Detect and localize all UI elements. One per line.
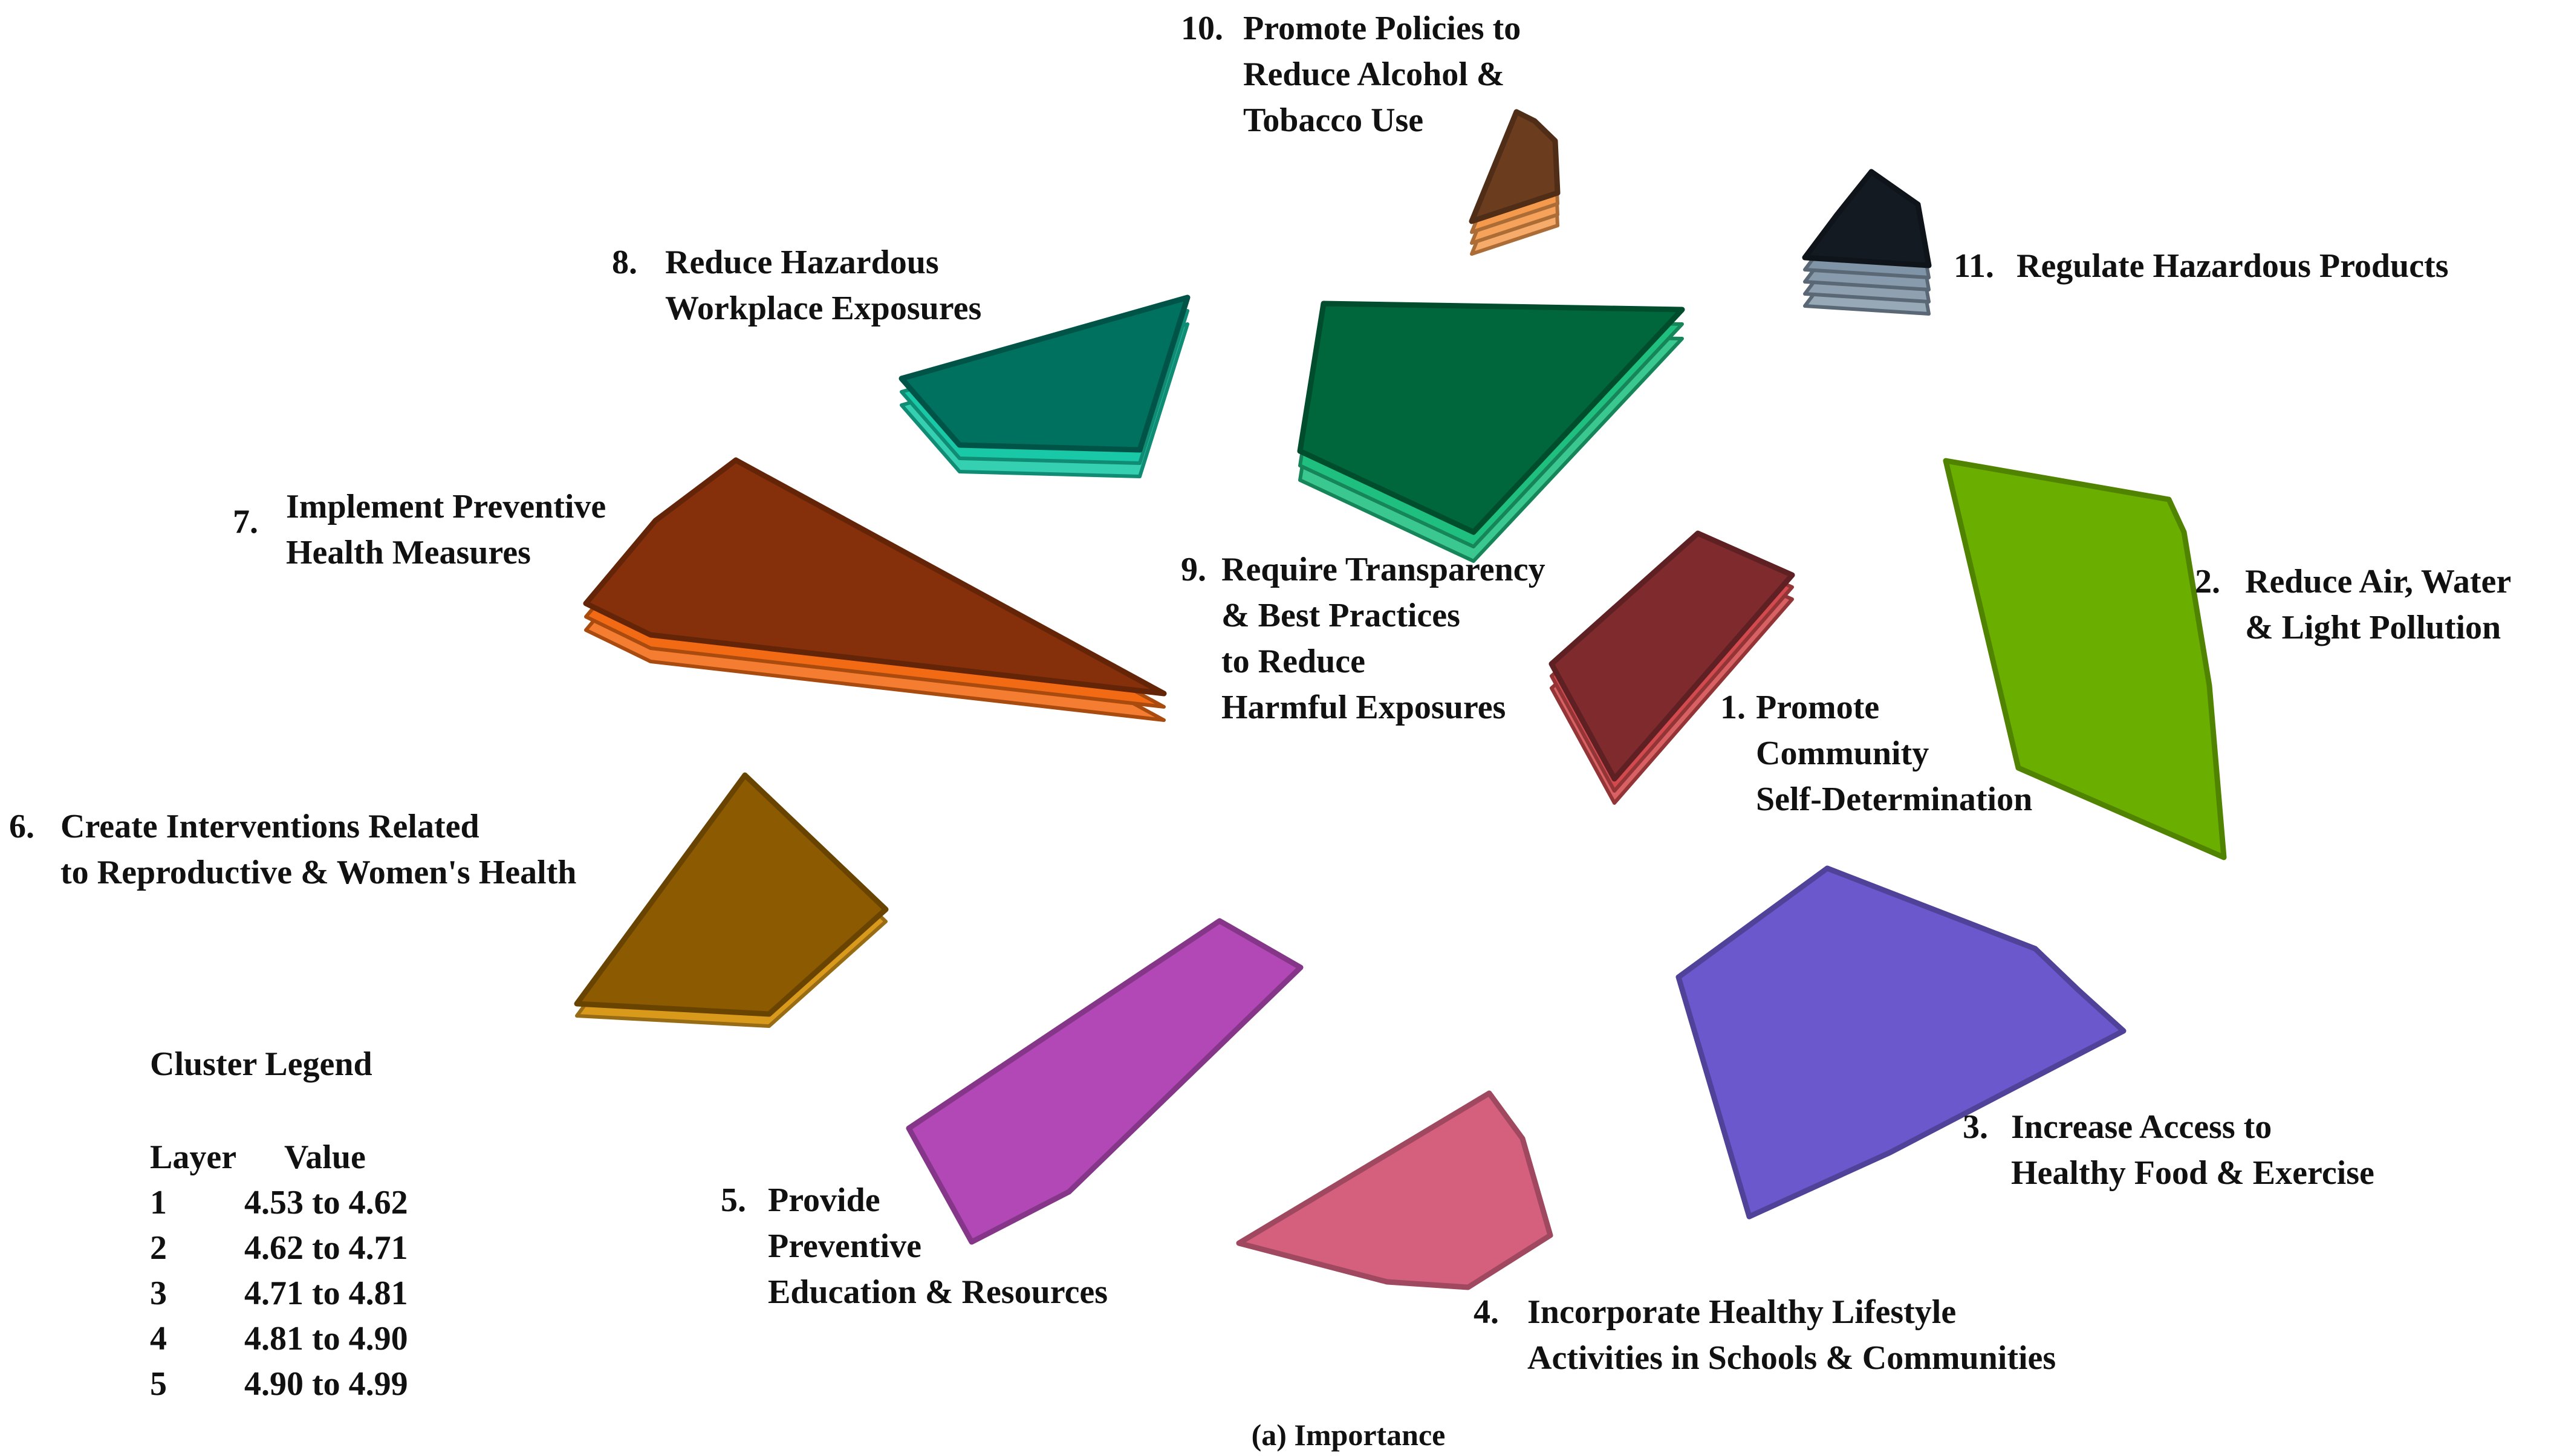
cluster-name-line: Provide: [768, 1181, 880, 1219]
cluster-number: 4.: [1474, 1293, 1499, 1331]
cluster-6-label: 6. Create Interventions Related to Reprodu…: [9, 808, 576, 891]
cluster-name-line: Reduce Air, Water: [2245, 563, 2511, 600]
cluster-11-shape: [1802, 169, 1932, 316]
cluster-2-shape: [1943, 458, 2227, 860]
cluster-name-line: Increase Access to: [2011, 1108, 2272, 1146]
cluster-name-line: Workplace Exposures: [665, 290, 981, 327]
cluster-10-shape: [1469, 109, 1561, 256]
cluster-number: 7.: [233, 503, 258, 541]
cluster-layer: [1675, 865, 2127, 1220]
legend-row-value: 4.62 to 4.71: [244, 1229, 408, 1267]
cluster-number: 6.: [9, 808, 34, 845]
cluster-name-line: & Best Practices: [1221, 597, 1460, 634]
legend-row-layer: 3: [150, 1275, 167, 1312]
cluster-3-shape: [1675, 865, 2127, 1220]
cluster-name-line: Harmful Exposures: [1221, 689, 1506, 726]
cluster-layer: [1943, 458, 2227, 860]
cluster-number: 5.: [721, 1181, 746, 1219]
cluster-name-line: Promote: [1756, 689, 1879, 726]
cluster-4-shape: [1236, 1090, 1553, 1290]
cluster-name-line: Reduce Hazardous: [665, 244, 939, 281]
cluster-name-line: Education & Resources: [768, 1273, 1108, 1311]
cluster-4-label: 4. Incorporate Healthy LifestyleActivitie…: [1474, 1293, 2056, 1377]
cluster-9-shape: [1297, 301, 1685, 563]
cluster-name-line: to Reproductive & Women's Health: [60, 854, 576, 891]
cluster-name-line: to Reduce: [1221, 643, 1365, 680]
cluster-name-line: Community: [1756, 735, 1929, 772]
cluster-name-line: Regulate Hazardous Products: [2016, 247, 2449, 285]
cluster-layer: [1548, 530, 1795, 782]
cluster-number: 3.: [1963, 1108, 1988, 1146]
legend-row-value: 4.71 to 4.81: [244, 1275, 408, 1312]
legend-row-layer: 2: [150, 1229, 167, 1267]
cluster-1-shape: [1548, 530, 1795, 805]
cluster-layer: [1297, 301, 1685, 535]
cluster-6-shape: [574, 772, 889, 1028]
legend-title: Cluster Legend: [150, 1045, 372, 1083]
cluster-layer: [583, 457, 1167, 697]
cluster-name-line: Promote Policies to: [1243, 10, 1521, 47]
cluster-name-line: & Light Pollution: [2245, 609, 2501, 646]
cluster-name-line: Implement Preventive: [286, 488, 606, 525]
cluster-name-line: Health Measures: [286, 534, 531, 571]
cluster-3-label: 3. Increase Access to Healthy Food & Exerc…: [1963, 1108, 2374, 1192]
cluster-10-label: 10. Promote Policies to Reduce Alcohol & To…: [1181, 10, 1521, 139]
cluster-2-label: 2. Reduce Air, Water & Light Pollution: [2195, 563, 2511, 646]
cluster-name-line: Preventive: [768, 1227, 921, 1265]
cluster-name-line: Healthy Food & Exercise: [2011, 1154, 2374, 1192]
cluster-8-shape: [899, 294, 1191, 478]
cluster-number: 8.: [612, 244, 637, 281]
cluster-name-line: Incorporate Healthy Lifestyle: [1527, 1293, 1956, 1331]
legend-row-value: 4.90 to 4.99: [244, 1365, 408, 1403]
cluster-name-line: Require Transparency: [1221, 551, 1545, 588]
cluster-layer: [899, 294, 1191, 453]
legend-row-layer: 5: [150, 1365, 167, 1403]
cluster-layer: [1469, 109, 1561, 224]
cluster-layer: [1802, 169, 1932, 268]
cluster-number: 2.: [2195, 563, 2220, 600]
cluster-number: 11.: [1954, 247, 1994, 285]
legend-row-value: 4.53 to 4.62: [244, 1184, 408, 1221]
cluster-5-shape: [906, 918, 1304, 1245]
legend-row-value: 4.81 to 4.90: [244, 1320, 408, 1357]
cluster-name-line: Reduce Alcohol &: [1243, 56, 1504, 93]
cluster-11-label: 11. Regulate Hazardous Products: [1954, 247, 2449, 285]
cluster-number: 1.: [1720, 689, 1746, 726]
legend-header-value: Value: [284, 1139, 366, 1176]
cluster-name-line: Activities in Schools & Communities: [1527, 1339, 2056, 1377]
legend-row-layer: 4: [150, 1320, 167, 1357]
legend-row-layer: 1: [150, 1184, 167, 1221]
legend-header-layer: Layer: [150, 1139, 236, 1176]
cluster-layer: [574, 772, 889, 1017]
cluster-name-line: Self-Determination: [1756, 781, 2032, 818]
cluster-name-line: Tobacco Use: [1243, 102, 1423, 139]
cluster-layer: [906, 918, 1304, 1245]
cluster-number: 9.: [1181, 551, 1206, 588]
cluster-legend: Cluster Legend Layer Value 1 4.53 to 4.6…: [150, 1045, 408, 1403]
figure-caption: (a) Importance: [1252, 1418, 1446, 1452]
cluster-number: 10.: [1181, 10, 1223, 47]
cluster-9-label: 9. Require Transparency & Best Practices to…: [1181, 551, 1545, 726]
cluster-7-shape: [583, 457, 1167, 722]
cluster-layer: [1236, 1090, 1553, 1290]
cluster-name-line: Create Interventions Related: [60, 808, 479, 845]
